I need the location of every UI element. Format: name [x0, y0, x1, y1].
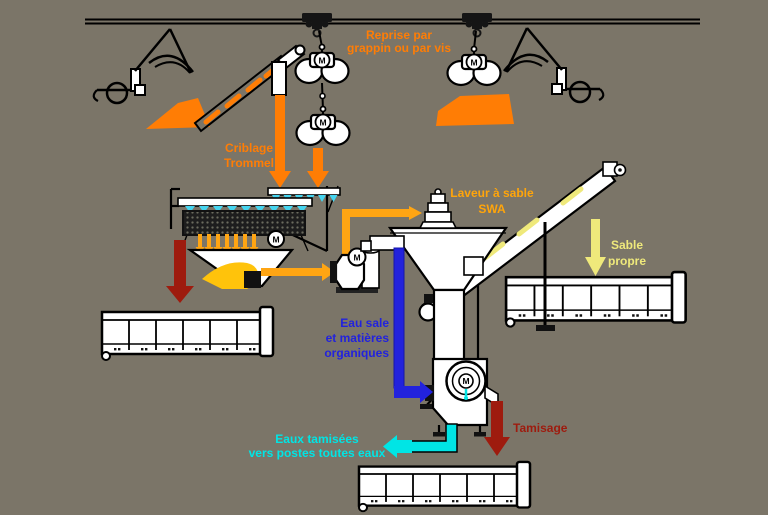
label-eau-sale-line1: Eau sale — [340, 316, 389, 330]
label-sable-line2: propre — [608, 254, 646, 268]
pump-motor-label: M — [353, 253, 360, 263]
feed-conveyor — [193, 44, 306, 133]
label-criblage-line1: Criblage — [225, 141, 273, 155]
label-tamisage: Tamisage — [513, 421, 568, 435]
hopper-outlet — [244, 271, 261, 288]
pump-discharge-pipe — [342, 209, 409, 255]
dirty-water-pipe — [393, 247, 433, 403]
skip-refuse-left — [100, 305, 275, 362]
hopper-outlet-arrow — [261, 263, 335, 281]
screw-support-foot — [536, 325, 555, 331]
conveyor-support-column — [271, 61, 287, 96]
label-eau-sale-line2: et matières — [326, 331, 390, 345]
skip-clean-sand — [504, 270, 687, 328]
label-laveur-line1: Laveur à sable — [450, 186, 534, 200]
overhead-rail — [85, 18, 700, 25]
trommel-screen: M — [169, 185, 341, 289]
feed-arrow-conveyor — [269, 95, 291, 188]
trommel-motor-label: M — [272, 235, 279, 245]
sieve-refuse-arrow — [484, 401, 510, 456]
label-reprise-line1: Reprise par — [366, 28, 432, 42]
label-sable-line1: Sable — [611, 238, 643, 252]
spray-nozzles-drum — [185, 206, 307, 213]
pump-discharge-arrowhead — [409, 206, 422, 220]
label-laveur-line2: SWA — [478, 202, 506, 216]
label-criblage-line2: Trommel — [224, 156, 274, 170]
sieved-water-arrow — [383, 435, 412, 458]
label-eaux-tamisees-line2: vers postes toutes eaux — [249, 446, 386, 460]
conveyor-head-pulley — [294, 44, 306, 56]
stockpile-right — [436, 94, 514, 126]
skip-sieve-refuse — [357, 460, 532, 513]
spray-bar-feed — [267, 187, 341, 196]
dirty-water-arrow — [394, 381, 433, 403]
trommel-drum-mesh — [182, 210, 306, 236]
sieve-motor-label: M — [462, 376, 469, 386]
trommel-motor-icon — [267, 230, 285, 248]
screw-joint-box — [463, 256, 484, 276]
sieve-motor-icon — [458, 373, 474, 389]
refuse-arrow-trommel — [166, 240, 194, 303]
clean-sand-arrow — [585, 219, 606, 276]
grab-link-ring — [319, 92, 326, 100]
label-eaux-tamisees-line1: Eaux tamisées — [275, 432, 359, 446]
spray-bar-drum — [177, 197, 313, 207]
feed-arrow-grab — [307, 148, 329, 188]
washer-motor-icon — [424, 211, 452, 223]
label-eau-sale-line3: organiques — [324, 346, 389, 360]
stockpile-left — [146, 98, 210, 129]
label-reprise-line2: grappin ou par vis — [347, 41, 451, 55]
pump-motor-icon — [347, 247, 367, 267]
